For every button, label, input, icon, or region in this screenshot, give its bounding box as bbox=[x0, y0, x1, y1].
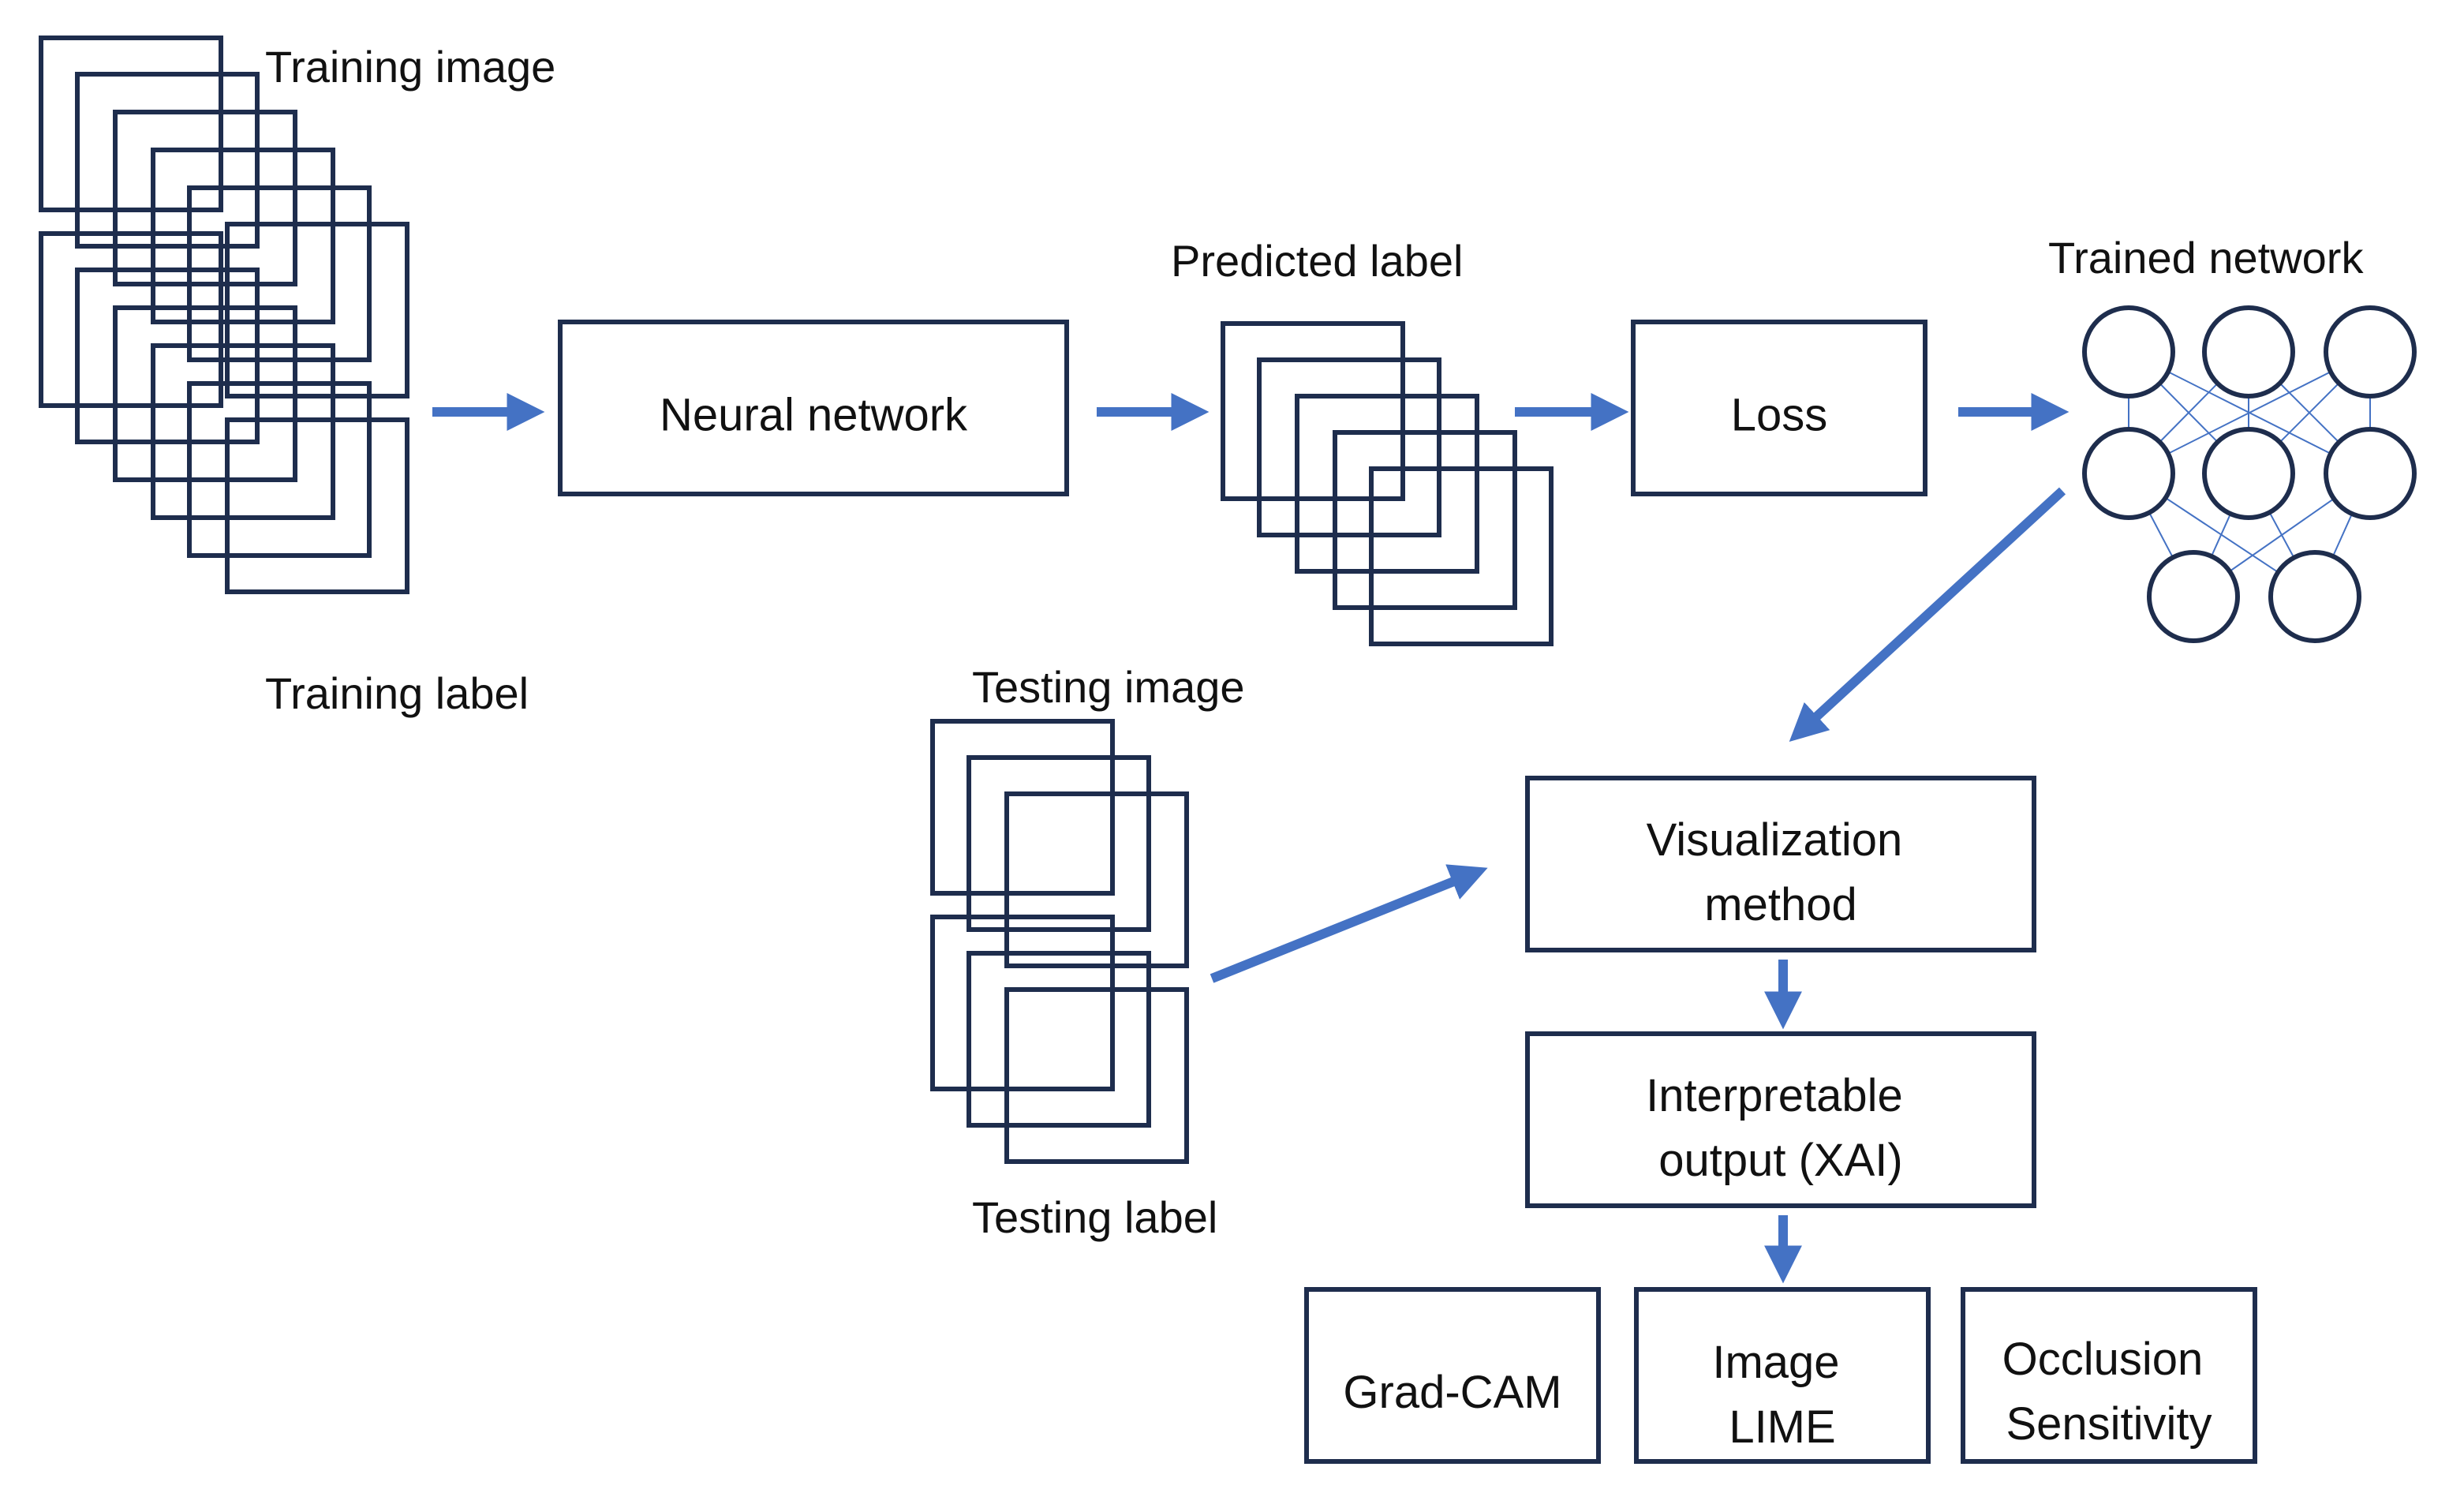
arrow-trained-to-visualization bbox=[1789, 487, 2066, 742]
network-node bbox=[2147, 550, 2240, 643]
training-image-stack bbox=[39, 36, 409, 399]
visualization-method-label: Visualization method bbox=[1647, 814, 1916, 930]
image-lime-label: Image LIME bbox=[1712, 1337, 1852, 1453]
interpretable-output-label: Interpretable output (XAI) bbox=[1646, 1070, 1916, 1186]
neural-network-label: Neural network bbox=[660, 389, 968, 440]
visualization-method-box bbox=[1525, 776, 2036, 952]
trained-network-graph bbox=[2082, 305, 2417, 643]
training-image-label: Training image bbox=[265, 42, 555, 92]
loss-label: Loss bbox=[1731, 389, 1828, 440]
network-node bbox=[2082, 305, 2175, 399]
grad-cam-label: Grad-CAM bbox=[1343, 1367, 1561, 1418]
interpretable-output-box bbox=[1525, 1031, 2036, 1208]
testing-label-label: Testing label bbox=[972, 1192, 1217, 1242]
occlusion-sensitivity-label: Occlusion Sensitivity bbox=[2002, 1334, 2216, 1450]
training-label-label: Training label bbox=[265, 668, 529, 718]
loss-box bbox=[1631, 320, 1927, 496]
testing-image-label: Testing image bbox=[972, 662, 1245, 712]
network-node bbox=[2082, 427, 2175, 520]
occlusion-sensitivity-box bbox=[1961, 1287, 2257, 1464]
testing-label-stack bbox=[930, 915, 1189, 1164]
trained-network-label: Trained network bbox=[2048, 233, 2364, 283]
image-lime-box bbox=[1634, 1287, 1931, 1464]
grad-cam-box bbox=[1304, 1287, 1601, 1464]
training-label-stack bbox=[39, 231, 409, 594]
arrow-testing-to-visualization bbox=[1210, 864, 1488, 983]
network-node bbox=[2202, 305, 2295, 399]
network-node bbox=[2202, 427, 2295, 520]
network-node bbox=[2324, 427, 2417, 520]
network-node bbox=[2324, 305, 2417, 399]
neural-network-box bbox=[558, 320, 1069, 496]
predicted-label-stack bbox=[1221, 321, 1554, 646]
predicted-label-label: Predicted label bbox=[1171, 236, 1463, 286]
testing-image-stack bbox=[930, 719, 1189, 968]
network-node bbox=[2268, 550, 2361, 643]
